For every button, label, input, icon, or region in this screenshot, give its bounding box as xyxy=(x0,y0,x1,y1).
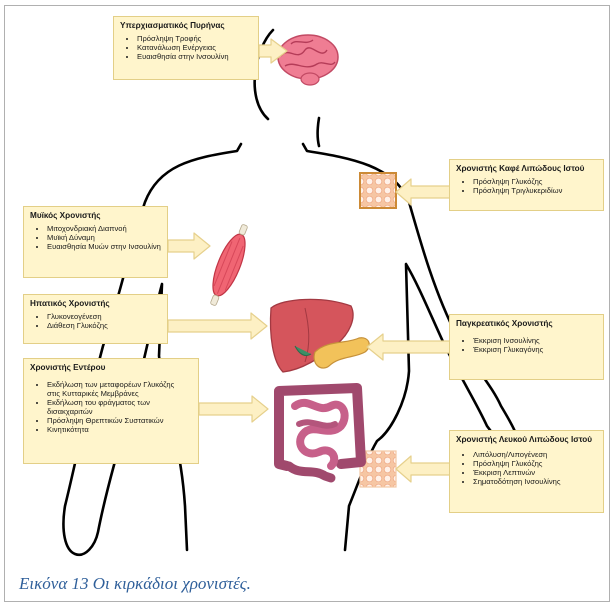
box-item: Πρόσληψη Τροφής xyxy=(137,34,252,43)
box-title: Υπερχιασματικός Πυρήνας xyxy=(120,21,252,30)
box-item: Εκδήλωση των μεταφορέων Γλυκόζης στις Κυ… xyxy=(47,380,178,398)
box-liver-clock: Ηπατικός Χρονιστής Γλυκονεογένεση Διάθεσ… xyxy=(23,294,168,344)
box-item: Πρόσληψη Γλυκόζης xyxy=(473,177,597,186)
intestine-icon xyxy=(279,388,361,478)
neck-right xyxy=(318,118,320,146)
box-item: Εκδήλωση του φράγματος των δισακχαριτών xyxy=(47,398,178,416)
muscle-icon xyxy=(203,221,256,309)
box-suprachiasmatic-nucleus: Υπερχιασματικός Πυρήνας Πρόσληψη Τροφής … xyxy=(113,16,259,80)
box-item: Μιτοχονδριακή Διαπνοή xyxy=(47,224,161,233)
box-item: Πρόσληψη Γλυκόζης xyxy=(473,459,597,468)
box-title: Παγκρεατικός Χρονιστής xyxy=(456,319,597,328)
arrow-liver xyxy=(168,313,267,339)
box-item: Έκκριση Γλυκαγόνης xyxy=(473,345,597,354)
box-item: Διάθεση Γλυκόζης xyxy=(47,321,161,330)
arrows xyxy=(168,39,457,482)
box-brown-adipose-clock: Χρονιστής Καφέ Λιπώδους Ιστού Πρόσληψη Γ… xyxy=(449,159,604,211)
box-title: Ηπατικός Χρονιστής xyxy=(30,299,161,308)
box-item: Πρόσληψη Τριγλυκεριδίων xyxy=(473,186,597,195)
arrow-bat xyxy=(396,179,457,205)
box-item: Ευαισθησία στην Ινσουλίνη xyxy=(137,52,252,61)
figure-caption: Εικόνα 13 Οι κιρκάδιοι χρονιστές. xyxy=(19,574,251,594)
box-title: Χρονιστής Καφέ Λιπώδους Ιστού xyxy=(456,164,597,173)
box-item: Κατανάλωση Ενέργειας xyxy=(137,43,252,52)
box-title: Χρονιστής Εντέρου xyxy=(30,363,192,372)
arrow-intestine xyxy=(199,396,268,422)
figure-frame: Υπερχιασματικός Πυρήνας Πρόσληψη Τροφής … xyxy=(4,5,610,602)
box-item: Πρόσληψη Θρεπτικών Συστατικών xyxy=(47,416,178,425)
box-pancreatic-clock: Παγκρεατικός Χρονιστής Έκκριση Ινσουλίνη… xyxy=(449,314,604,380)
box-title: Μυϊκός Χρονιστής xyxy=(30,211,161,220)
box-muscle-clock: Μυϊκός Χρονιστής Μιτοχονδριακή Διαπνοή Μ… xyxy=(23,206,168,278)
box-item: Κινητικότητα xyxy=(47,425,178,434)
box-item: Ευαισθησία Μυών στην Ινσουλίνη xyxy=(47,242,161,251)
arrow-wat xyxy=(396,456,455,482)
box-item: Σηματοδότηση Ινσουλίνης xyxy=(473,477,597,486)
brain-icon xyxy=(278,35,338,85)
arrow-muscle xyxy=(168,233,210,259)
brown-fat-icon xyxy=(360,173,396,208)
box-white-adipose-clock: Χρονιστής Λευκού Λιπώδους Ιστού Λιπόλυση… xyxy=(449,430,604,513)
box-item: Μυϊκή Δύναμη xyxy=(47,233,161,242)
box-title: Χρονιστής Λευκού Λιπώδους Ιστού xyxy=(456,435,597,444)
liver-icon xyxy=(271,299,354,372)
box-item: Λιπόλυση/Λιπογένεση xyxy=(473,450,597,459)
box-item: Έκκριση Ινσουλίνης xyxy=(473,336,597,345)
box-intestine-clock: Χρονιστής Εντέρου Εκδήλωση των μεταφορέω… xyxy=(23,358,199,464)
box-item: Έκκριση Λεπτινών xyxy=(473,468,597,477)
box-item: Γλυκονεογένεση xyxy=(47,312,161,321)
